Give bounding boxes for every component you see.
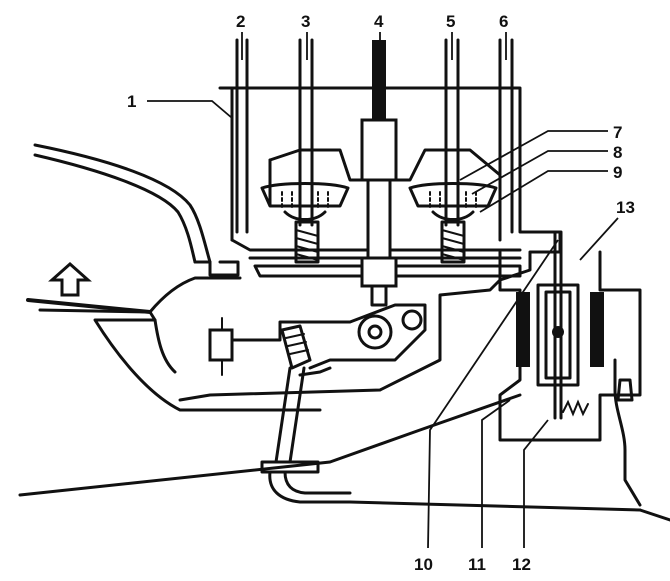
leader-7	[459, 130, 608, 181]
leader-8	[471, 150, 608, 195]
callout-1: 1	[127, 92, 136, 111]
callout-5: 5	[446, 12, 455, 31]
up-arrow-icon	[48, 261, 92, 297]
callout-9: 9	[613, 163, 622, 182]
piston-assembly	[360, 40, 398, 307]
lever-bar	[26, 261, 152, 314]
leader-1	[147, 100, 233, 119]
base-plate	[18, 393, 670, 522]
leader-11	[481, 399, 511, 548]
linkage	[208, 303, 427, 464]
leader-13	[579, 217, 619, 261]
callout-labels: 1 2 3 4 5 6 7 8 9 10 11 12 13	[127, 12, 635, 574]
callout-8: 8	[613, 143, 622, 162]
leader-9	[479, 170, 608, 213]
callout-12: 12	[512, 555, 531, 574]
callout-11: 11	[468, 555, 486, 574]
callout-4: 4	[374, 12, 384, 31]
leader-lines	[147, 32, 619, 549]
callout-3: 3	[301, 12, 310, 31]
leader-12	[523, 419, 549, 548]
callout-6: 6	[499, 12, 508, 31]
solenoid-unit	[498, 230, 642, 507]
valve-left	[260, 182, 350, 264]
callout-7: 7	[613, 123, 622, 142]
leader-10	[427, 239, 559, 549]
callout-13: 13	[616, 198, 635, 217]
valve-right	[408, 182, 498, 264]
callout-10: 10	[414, 555, 433, 574]
callout-2: 2	[236, 12, 245, 31]
control-rods	[235, 38, 514, 234]
left-body	[33, 143, 322, 412]
